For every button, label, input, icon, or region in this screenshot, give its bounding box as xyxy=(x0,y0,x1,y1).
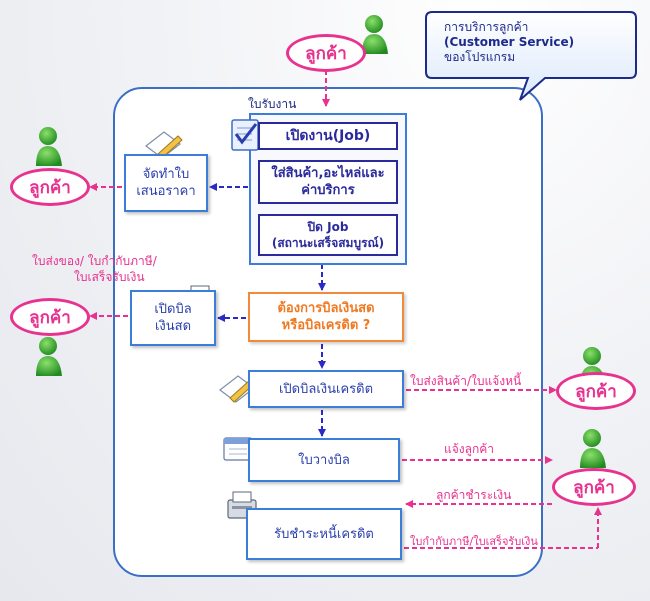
customer-node-top: ลูกค้า xyxy=(286,34,366,72)
decision-label: ต้องการบิลเงินสด xyxy=(277,301,375,316)
cash-bill-label: เปิดบิล xyxy=(154,302,192,317)
checklist-icon xyxy=(231,119,259,151)
quotation-node: จัดทำใบ เสนอราคา xyxy=(124,154,208,212)
open-job-node: เปิดงาน(Job) xyxy=(258,122,398,150)
billing-note-node: ใบวางบิล xyxy=(248,438,400,482)
person-icon xyxy=(580,429,606,468)
quotation-label: เสนอราคา xyxy=(136,184,196,199)
decision-label: หรือบิลเครดิต ? xyxy=(281,318,371,333)
customer-label: ลูกค้า xyxy=(573,477,615,498)
edge-label-credit-docs: ใบส่งสินค้า/ใบแจ้งหนี้ xyxy=(410,374,522,388)
callout-line: การบริการลูกค้า xyxy=(444,20,529,34)
edge-label-tax-receipt: ใบกำกับภาษี/ใบเสร็จรับเงิน xyxy=(410,535,538,548)
edge-label-cash-docs: ใบส่งของ/ ใบกำกับภาษี/ xyxy=(32,254,157,268)
callout-line: ของโปรแกรม xyxy=(444,50,516,64)
close-job-label: ปิด Job xyxy=(307,220,349,234)
customer-node-quotation: ลูกค้า xyxy=(10,168,90,206)
receipt-label: ใบรับงาน xyxy=(248,97,297,111)
credit-payment-node: รับชำระหนี้เครดิต xyxy=(246,508,402,560)
close-job-label: (สถานะเสร็จสมบูรณ์) xyxy=(271,236,385,250)
edge-label-customer-pays: ลูกค้าชำระเงิน xyxy=(436,488,512,502)
add-items-label: ค่าบริการ xyxy=(301,183,355,198)
close-job-node: ปิด Job (สถานะเสร็จสมบูรณ์) xyxy=(258,214,398,256)
edge-label-notify-customer: แจ้งลูกค้า xyxy=(444,442,495,456)
cash-register-icon xyxy=(227,491,257,519)
customer-label: ลูกค้า xyxy=(575,381,617,402)
customer-node-billing: ลูกค้า xyxy=(552,468,636,506)
credit-payment-label: รับชำระหนี้เครดิต xyxy=(274,526,374,542)
add-items-node: ใส่สินค้า,อะไหล่และ ค่าบริการ xyxy=(258,160,398,204)
open-job-label: เปิดงาน(Job) xyxy=(285,127,371,144)
customer-label: ลูกค้า xyxy=(29,177,71,198)
pencil-document-icon xyxy=(145,131,183,159)
person-icon xyxy=(36,337,62,376)
add-items-label: ใส่สินค้า,อะไหล่และ xyxy=(271,166,385,181)
billing-note-label: ใบวางบิล xyxy=(298,452,350,468)
person-icon xyxy=(36,127,62,166)
person-icon xyxy=(362,15,388,54)
callout-bubble xyxy=(425,11,637,101)
edge-label-cash-docs: ใบเสร็จรับเงิน xyxy=(74,270,145,284)
credit-bill-label: เปิดบิลเงินเครดิต xyxy=(278,381,374,397)
cash-bill-label: เงินสด xyxy=(154,319,192,334)
quotation-label: จัดทำใบ xyxy=(142,167,190,182)
callout-text: การบริการลูกค้า (Customer Service) ของโป… xyxy=(444,20,604,65)
customer-label: ลูกค้า xyxy=(305,43,347,64)
customer-node-cash: ลูกค้า xyxy=(10,298,90,336)
cash-bill-node: เปิดบิล เงินสด xyxy=(130,290,216,346)
customer-label: ลูกค้า xyxy=(29,307,71,328)
callout-line: (Customer Service) xyxy=(444,35,575,49)
customer-node-credit: ลูกค้า xyxy=(556,372,636,410)
credit-bill-node: เปิดบิลเงินเครดิต xyxy=(248,370,404,408)
decision-node: ต้องการบิลเงินสด หรือบิลเครดิต ? xyxy=(248,292,404,342)
